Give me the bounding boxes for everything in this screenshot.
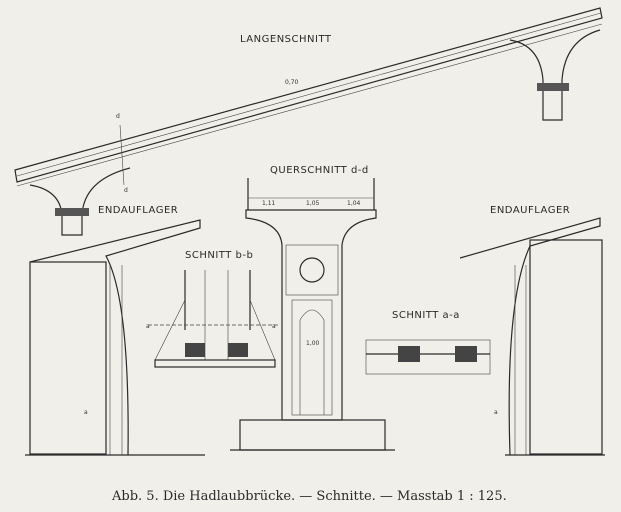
section-bb: SCHNITT b-b a a <box>146 250 280 368</box>
cut-label-a-right: a <box>272 323 276 330</box>
longitudinal-section: d d 0,70 LANGENSCHNITT <box>14 7 603 236</box>
cut-label-a-abut-right: a <box>494 409 498 416</box>
figure-caption: Abb. 5. Die Hadlaubbrücke. — Schnitte. —… <box>111 489 507 504</box>
dim-width-1: 1,11 <box>262 200 276 207</box>
left-pier <box>29 167 131 236</box>
title-cross-section: QUERSCHNITT d-d <box>270 165 369 176</box>
title-section-aa: SCHNITT a-a <box>392 310 460 321</box>
right-abutment: ENDAUFLAGER a <box>459 205 605 456</box>
span-dimension: 0,70 <box>285 79 299 86</box>
right-pier <box>509 29 601 121</box>
dim-width-2: 1,05 <box>306 200 320 207</box>
cross-section-pier: QUERSCHNITT d-d 1,11 1,05 1,04 1,00 <box>230 165 395 451</box>
title-longitudinal: LANGENSCHNITT <box>240 34 332 45</box>
cut-label-a-left: a <box>146 323 150 330</box>
cut-line-d <box>119 124 125 186</box>
title-abutment-right: ENDAUFLAGER <box>490 205 570 216</box>
cut-label-d-bottom: d <box>124 187 128 194</box>
title-abutment-left: ENDAUFLAGER <box>98 205 178 216</box>
dim-pier: 1,00 <box>306 340 320 347</box>
section-aa: SCHNITT a-a <box>365 310 491 375</box>
dim-width-3: 1,04 <box>347 200 361 207</box>
left-abutment: ENDAUFLAGER a <box>25 205 205 456</box>
title-section-bb: SCHNITT b-b <box>185 250 253 261</box>
cut-label-a-abut-left: a <box>84 409 88 416</box>
cut-label-d-top: d <box>116 113 120 120</box>
